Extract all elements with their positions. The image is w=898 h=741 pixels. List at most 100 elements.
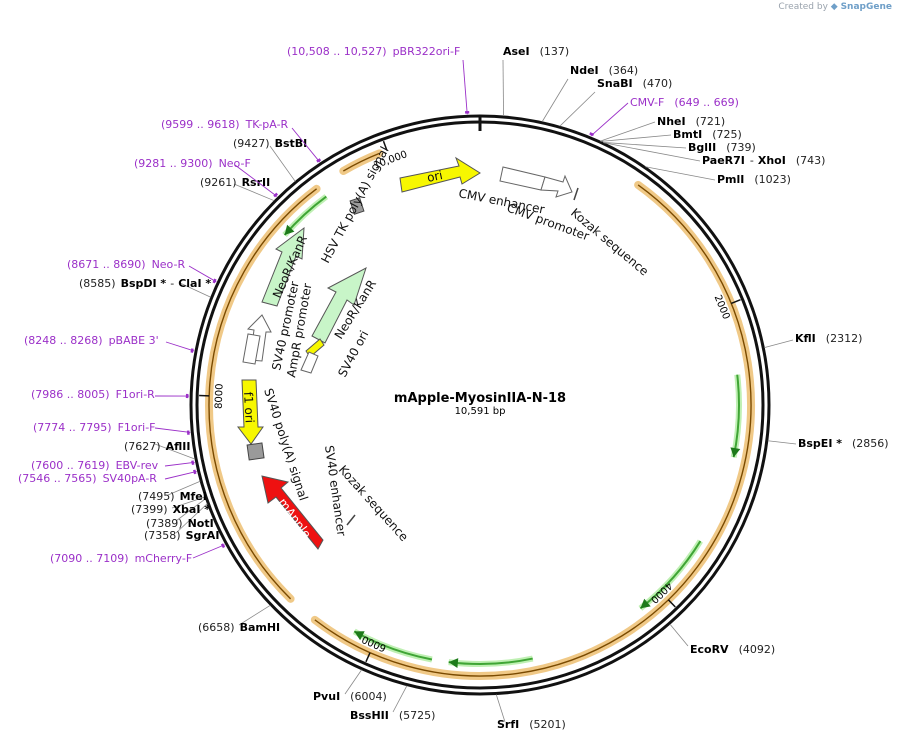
primer-range: (9599 .. 9618) <box>161 118 240 131</box>
primer-leader <box>234 164 278 197</box>
enzyme-leader <box>167 480 201 496</box>
primer-label: CMV-F(649 .. 669) <box>630 96 739 109</box>
primer-range: (9281 .. 9300) <box>134 157 213 170</box>
enzyme-leader <box>600 121 656 142</box>
enzyme-label: (7627)AflII <box>124 440 190 453</box>
orf-band-line <box>342 152 380 172</box>
enzyme-leader <box>392 685 408 713</box>
enzyme-leader <box>767 440 797 445</box>
mapple-arrow <box>261 475 324 550</box>
enzyme-leader <box>600 134 672 142</box>
primer-label: (7090 .. 7109)mCherry-F <box>50 552 192 565</box>
enzyme-name: BamHI <box>240 621 281 634</box>
primer-name: SV40pA-R <box>103 472 158 485</box>
enzyme-position: (7495) <box>138 490 175 503</box>
primer-label: (10,508 .. 10,527) pBR322ori-F <box>287 45 460 58</box>
primer-label: (9599 .. 9618)TK-pA-R <box>161 118 289 131</box>
enzyme-label: SrfI (5201) <box>497 718 566 731</box>
primer-site-mark <box>273 192 279 198</box>
primer-name: pBR322ori-F <box>393 45 461 58</box>
primer-label: (7774 .. 7795)F1ori-F <box>33 421 156 434</box>
enzyme-name: EcoRV <box>690 643 729 656</box>
enzyme-label: EcoRV (4092) <box>690 643 775 656</box>
primer-site-mark <box>193 469 197 475</box>
primer-site-mark <box>589 132 595 137</box>
orf-band-line <box>208 188 318 600</box>
sv40-polya-box <box>246 442 265 461</box>
enzyme-position: (7399) <box>131 503 168 516</box>
enzyme-name: NotI <box>188 517 214 530</box>
enzyme-position: (2312) <box>826 332 863 345</box>
snapgene-logo-text: SnapGene <box>840 2 892 12</box>
primer-leader <box>188 265 217 283</box>
cmv-enhancer-arrow <box>499 166 546 191</box>
enzyme-position: (6658) <box>198 621 235 634</box>
enzyme-label: (9261)RsrII <box>200 176 270 189</box>
enzyme-name-secondary: ClaI * <box>178 277 211 290</box>
enzyme-label: AseI(137) <box>503 45 569 58</box>
enzyme-label: BssHII (5725) <box>350 709 435 722</box>
enzyme-label: (7495)MfeI <box>138 490 207 503</box>
enzyme-position: (721) <box>696 115 726 128</box>
enzyme-position: (5725) <box>399 709 436 722</box>
enzyme-name: AflII <box>166 440 191 453</box>
primer-site-mark <box>212 278 217 284</box>
enzyme-label: PvuI(6004) <box>313 690 387 703</box>
enzyme-name: NheI <box>657 115 686 128</box>
primer-name: Neo-R <box>152 258 186 271</box>
primer-label: (7600 .. 7619)EBV-rev <box>31 459 159 472</box>
enzyme-label: SnaBI(470) <box>597 77 672 90</box>
primer-leader <box>154 427 191 433</box>
scale-tick <box>667 599 676 608</box>
enzyme-name: BssHII <box>350 709 389 722</box>
ori-label: ori <box>426 168 444 185</box>
enzyme-position: (8585) <box>79 277 116 290</box>
primer-range: (10,508 .. 10,527) <box>287 45 387 58</box>
primer-range: (8248 .. 8268) <box>24 334 103 347</box>
enzyme-leader <box>669 623 689 647</box>
orf-band <box>205 149 756 681</box>
enzyme-position: (470) <box>643 77 673 90</box>
primer-sites: (10,508 .. 10,527) pBR322ori-F CMV-F(649 .… <box>18 45 739 565</box>
enzyme-position: (4092) <box>739 643 776 656</box>
enzyme-position: (5201) <box>529 718 566 731</box>
primer-label: (7546 .. 7565)SV40pA-R <box>18 472 157 485</box>
enzyme-leader <box>233 183 275 202</box>
enzyme-name: BmtI <box>673 128 702 141</box>
enzyme-label: (8585)BspDI *-ClaI * <box>79 277 211 290</box>
plasmid-length: 10,591 bp <box>455 406 506 417</box>
kozak-outer-mark <box>573 187 579 201</box>
enzyme-leader <box>645 166 716 181</box>
enzyme-name: SgrAI <box>186 529 220 542</box>
enzyme-position: (2856) <box>852 437 889 450</box>
enzyme-position: (364) <box>609 64 639 77</box>
green-feature-arrowhead <box>730 447 741 458</box>
scale-tick <box>382 140 388 151</box>
enzyme-leader <box>603 142 701 162</box>
enzyme-name: BspDI * <box>121 277 167 290</box>
mapple-label: mApple <box>276 496 314 541</box>
scale-tick-label: 8000 <box>214 383 226 409</box>
enzyme-name: AseI <box>503 45 530 58</box>
enzyme-label: BspEI *(2856) <box>798 437 889 450</box>
enzyme-label: NdeI(364) <box>570 64 638 77</box>
enzyme-position: (9427) <box>233 137 270 150</box>
enzyme-leader <box>559 91 596 127</box>
created-by-text: Created by <box>778 2 828 12</box>
primer-leader <box>164 461 195 467</box>
primer-leader <box>462 59 468 115</box>
cmv-promoter-arrow <box>540 174 573 198</box>
enzyme-position: (9261) <box>200 176 237 189</box>
ori-arrow <box>399 156 481 193</box>
enzyme-leader <box>179 282 211 298</box>
enzyme-leader <box>175 498 206 522</box>
enzyme-label: KflI(2312) <box>795 332 862 345</box>
orf-band-glow <box>310 180 756 681</box>
orf-band-line <box>314 184 752 677</box>
primer-leader <box>165 341 195 352</box>
enzyme-name: SrfI <box>497 718 519 731</box>
primer-name: EBV-rev <box>116 459 159 472</box>
enzyme-leader <box>764 339 794 349</box>
primer-label: (7986 .. 8005)F1ori-R <box>31 388 155 401</box>
enzyme-position: (725) <box>712 128 742 141</box>
